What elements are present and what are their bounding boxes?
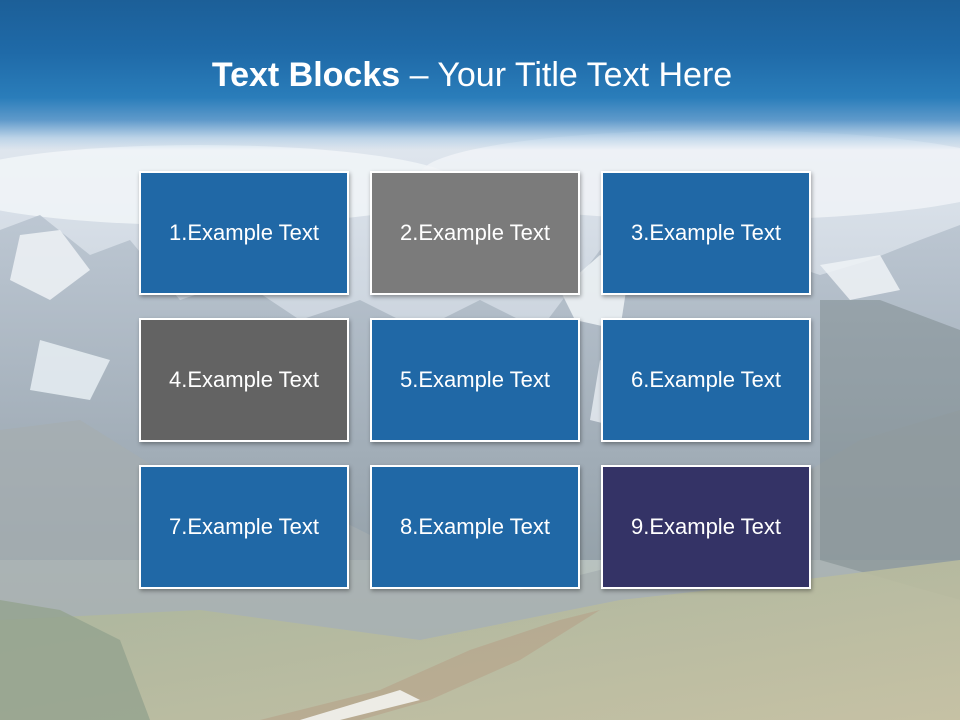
slide-title: Text Blocks – Your Title Text Here xyxy=(0,52,944,98)
text-block-6-label: 6.Example Text xyxy=(630,367,781,392)
text-block-4-label: 4.Example Text xyxy=(168,367,319,392)
text-block-5-label: 5.Example Text xyxy=(399,367,550,392)
text-block-1[interactable]: 1.Example Text xyxy=(139,171,349,295)
text-block-9-label: 9.Example Text xyxy=(630,514,781,539)
text-block-5[interactable]: 5.Example Text xyxy=(370,318,580,442)
text-block-6[interactable]: 6.Example Text xyxy=(601,318,811,442)
text-block-2[interactable]: 2.Example Text xyxy=(370,171,580,295)
text-block-4[interactable]: 4.Example Text xyxy=(139,318,349,442)
text-block-7[interactable]: 7.Example Text xyxy=(139,465,349,589)
title-rest: Your Title Text Here xyxy=(437,56,733,94)
text-block-3-label: 3.Example Text xyxy=(630,220,781,245)
header-band xyxy=(0,0,960,150)
text-block-9[interactable]: 9.Example Text xyxy=(601,465,811,589)
title-dash: – xyxy=(400,56,438,94)
text-block-8[interactable]: 8.Example Text xyxy=(370,465,580,589)
text-block-3[interactable]: 3.Example Text xyxy=(601,171,811,295)
text-block-2-label: 2.Example Text xyxy=(399,220,550,245)
text-block-1-label: 1.Example Text xyxy=(168,220,319,245)
text-block-8-label: 8.Example Text xyxy=(399,514,550,539)
text-block-7-label: 7.Example Text xyxy=(168,514,319,539)
title-bold-part: Text Blocks xyxy=(211,56,401,94)
